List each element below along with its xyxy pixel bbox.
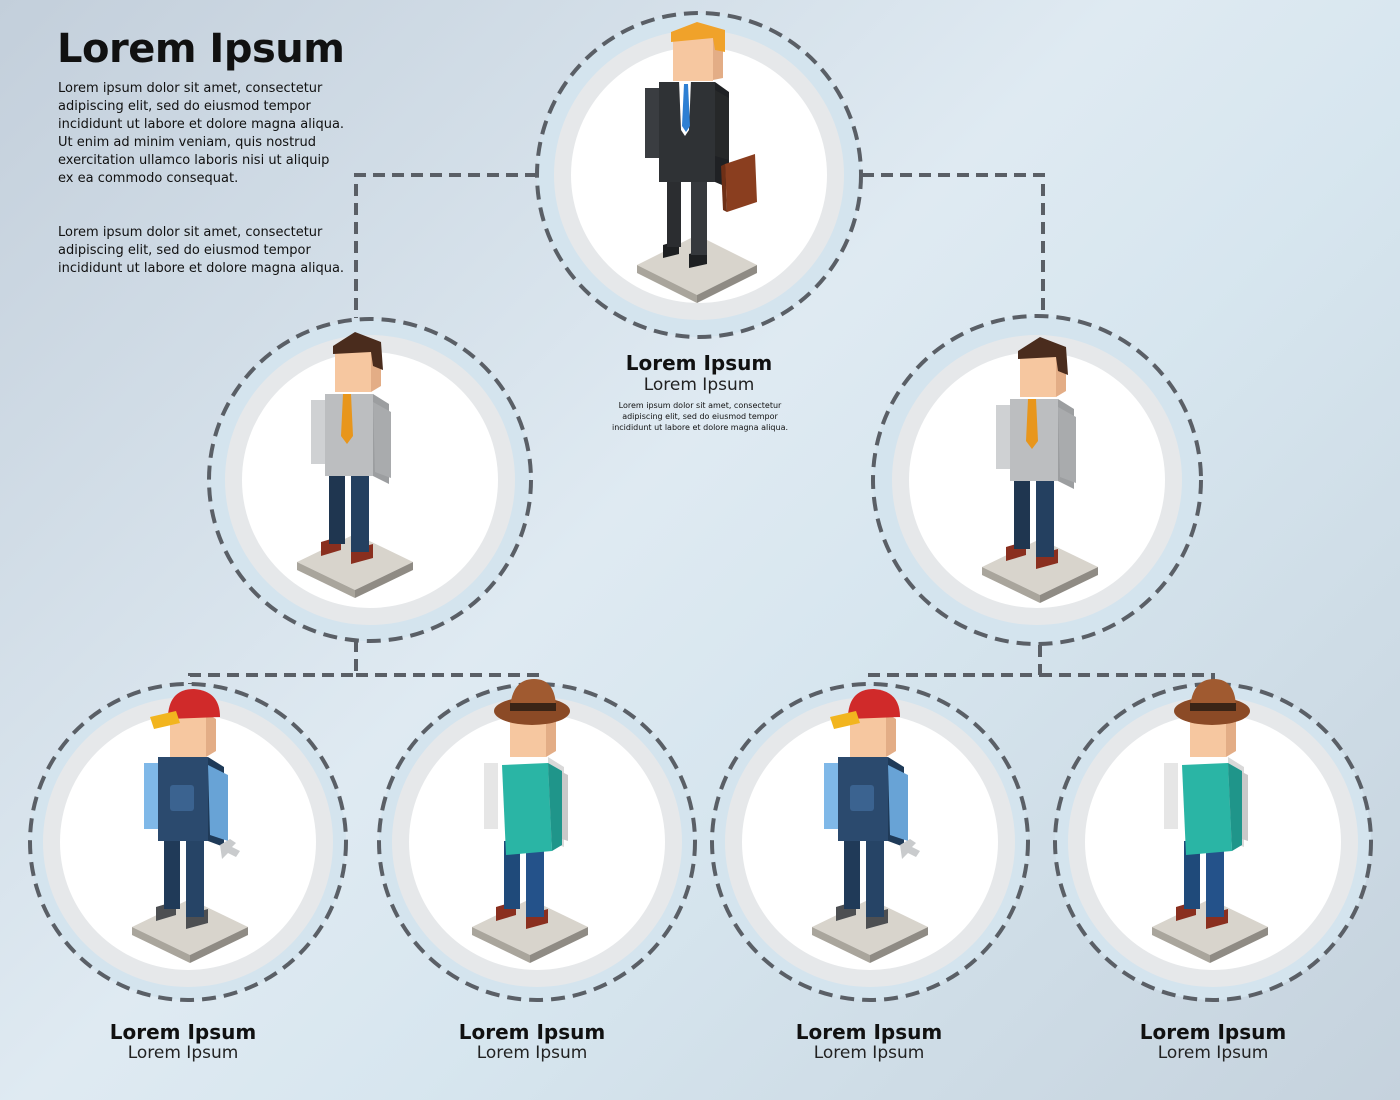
bottom-node-2-subtitle: Lorem Ipsum: [476, 1043, 588, 1063]
top-node-name: Lorem Ipsum: [625, 351, 773, 375]
bottom-node-2-name: Lorem Ipsum: [458, 1020, 606, 1044]
bottom-node-3-subtitle: Lorem Ipsum: [813, 1043, 925, 1063]
intro-paragraph-1: Lorem ipsum dolor sit amet, consectetur …: [58, 81, 345, 186]
node-mid-left: [207, 317, 533, 643]
node-bottom-3: [710, 682, 1030, 1002]
top-node-subtitle: Lorem Ipsum: [643, 375, 755, 395]
bottom-node-1-subtitle: Lorem Ipsum: [127, 1043, 239, 1063]
top-node-description: Lorem ipsum dolor sit amet, consectetur …: [611, 401, 789, 432]
node-bottom-1: [28, 682, 348, 1002]
connector-top-right: [862, 173, 1045, 318]
connector-right-branch: [868, 645, 1215, 690]
bottom-node-3-name: Lorem Ipsum: [795, 1020, 943, 1044]
node-bottom-4: [1053, 679, 1373, 1002]
page-title: Lorem Ipsum: [57, 26, 345, 72]
node-top: [535, 11, 863, 339]
bottom-node-4-subtitle: Lorem Ipsum: [1157, 1043, 1269, 1063]
bottom-node-4-name: Lorem Ipsum: [1139, 1020, 1287, 1044]
node-mid-right: [871, 314, 1203, 646]
connector-left-branch: [188, 640, 539, 690]
bottom-node-1-name: Lorem Ipsum: [109, 1020, 257, 1044]
node-bottom-2: [377, 679, 697, 1002]
connector-top-left: [354, 173, 537, 318]
intro-paragraph-2: Lorem ipsum dolor sit amet, consectetur …: [58, 225, 345, 276]
